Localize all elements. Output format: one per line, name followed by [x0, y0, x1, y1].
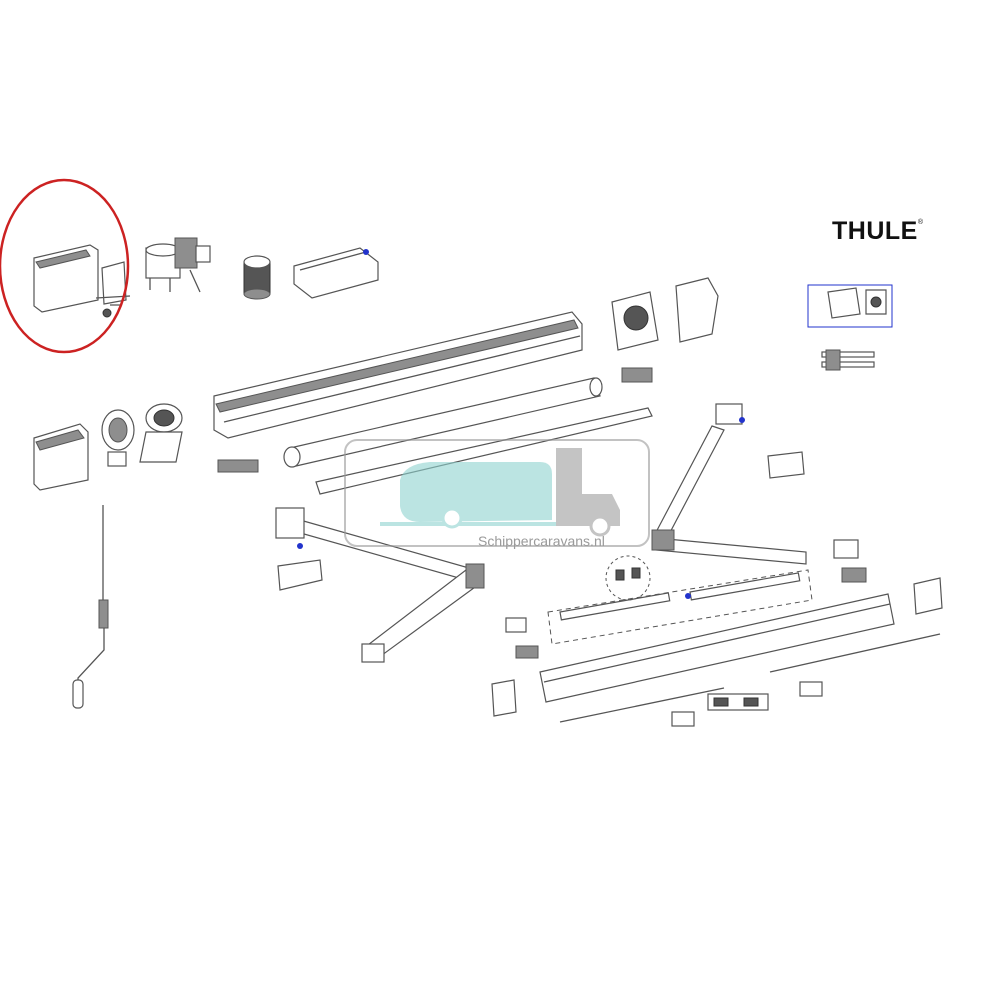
right-drive-housing-part[interactable]: [611, 291, 659, 351]
cassette-housing-part[interactable]: [213, 311, 583, 439]
right-arm-part[interactable]: [651, 403, 807, 565]
roller-tube-part[interactable]: [283, 377, 603, 468]
thule-logo: THULE®: [832, 217, 924, 246]
winder-bracket-part[interactable]: [139, 403, 183, 463]
highlight-circle: [0, 178, 130, 354]
end-cap-cover-part[interactable]: [33, 244, 131, 318]
lead-bar-tension-assembly[interactable]: [547, 569, 813, 645]
lock-slider-part[interactable]: [707, 693, 769, 711]
arm-bracket-cover-part[interactable]: [277, 559, 323, 591]
tube-connector-part[interactable]: [217, 367, 653, 473]
end-cap-side-part[interactable]: [33, 423, 89, 491]
rod-end-clips[interactable]: [671, 681, 823, 727]
lead-bar-end-cap-part[interactable]: [491, 577, 943, 717]
control-box-part[interactable]: [293, 247, 379, 299]
rail-clamp-part[interactable]: [821, 349, 875, 371]
right-end-cap-part[interactable]: [675, 277, 719, 343]
left-arm-part[interactable]: [275, 507, 485, 663]
front-lead-bar-part[interactable]: [539, 593, 895, 703]
detail-circle: [605, 555, 651, 601]
mounting-bracket-kit[interactable]: [807, 284, 893, 328]
gear-coupling-part[interactable]: [243, 255, 271, 300]
crank-handle-part[interactable]: [72, 505, 109, 709]
brand-name: THULE: [832, 217, 918, 245]
winder-gear-part[interactable]: [101, 409, 135, 467]
arm-clip-part[interactable]: [833, 539, 867, 583]
lower-profile-part[interactable]: [315, 407, 653, 495]
brand-registered-mark: ®: [917, 219, 924, 226]
motor-drive-part[interactable]: [145, 237, 211, 293]
arm-end-cover-part[interactable]: [767, 451, 805, 479]
tension-rod-part[interactable]: [559, 633, 941, 723]
watermark-logo: [344, 439, 650, 547]
lead-bar-clips[interactable]: [505, 617, 539, 659]
watermark-text: Schippercaravans.nl: [478, 533, 605, 549]
